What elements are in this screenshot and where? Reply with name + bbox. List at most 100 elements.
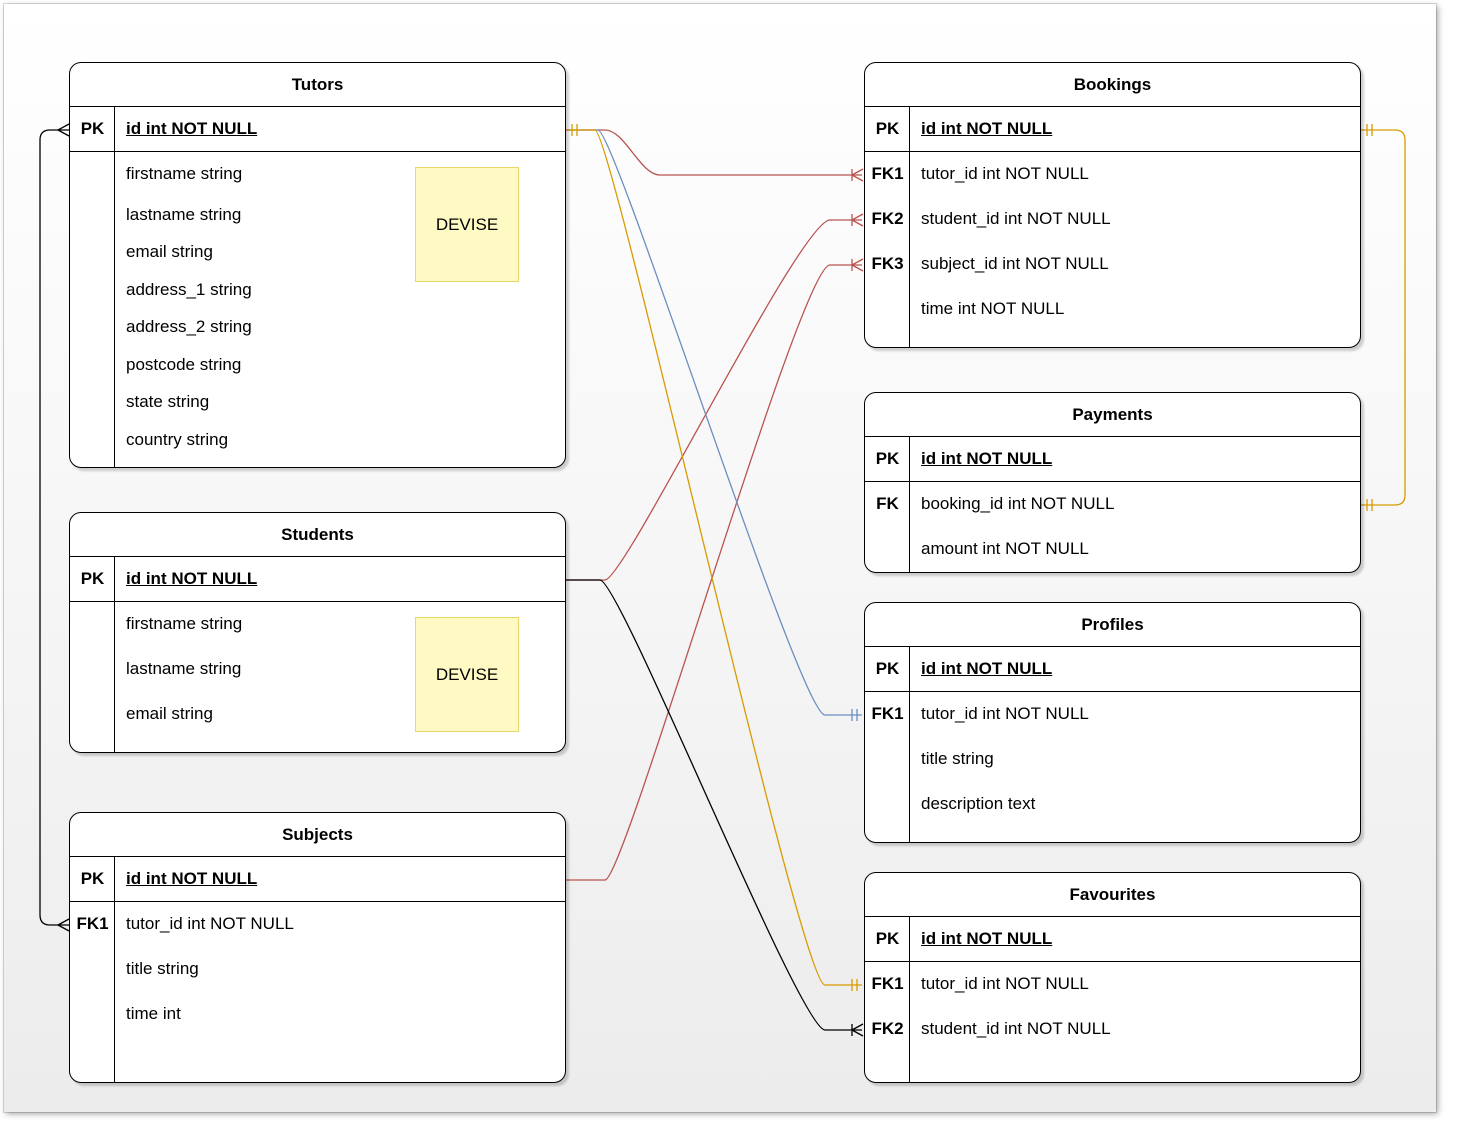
field-row[interactable]: FK1 tutor_id int NOT NULL — [865, 966, 1360, 1002]
one-marker-favourites-fk1 — [851, 979, 858, 991]
pk-label: PK — [875, 929, 900, 948]
field-label: country string — [126, 430, 229, 449]
field-row[interactable]: time int NOT NULL — [865, 291, 1360, 327]
field-row[interactable]: address_1 string — [70, 272, 565, 308]
connector-tutors-favourites[interactable] — [566, 129, 862, 986]
primary-key-row[interactable]: PK id int NOT NULL — [865, 647, 1360, 692]
connector-subjects-bookings[interactable] — [566, 264, 862, 881]
one-marker-profiles-fk1 — [851, 709, 858, 721]
key-column — [70, 902, 115, 1082]
field-row[interactable]: lastname string — [70, 197, 565, 233]
field-label: amount int NOT NULL — [921, 539, 1089, 558]
field-label: postcode string — [126, 355, 242, 374]
table-title: Students — [70, 513, 565, 557]
table-title: Tutors — [70, 63, 565, 107]
table-tutors[interactable]: Tutors PK id int NOT NULL firstname stri… — [69, 62, 566, 468]
table-title: Bookings — [865, 63, 1360, 107]
key-column — [865, 152, 910, 347]
field-label: tutor_id int NOT NULL — [921, 704, 1089, 723]
field-row[interactable]: FK1 tutor_id int NOT NULL — [865, 696, 1360, 732]
primary-key-row[interactable]: PK id int NOT NULL — [70, 557, 565, 602]
field-row[interactable]: description text — [865, 786, 1360, 822]
field-row[interactable]: postcode string — [70, 347, 565, 383]
devise-note[interactable]: DEVISE — [415, 617, 519, 732]
key-column — [865, 692, 910, 842]
pk-field: id int NOT NULL — [921, 119, 1053, 138]
many-marker-tutors-pk — [57, 123, 70, 137]
many-marker-bookings-fk3 — [851, 258, 864, 272]
primary-key-row[interactable]: PK id int NOT NULL — [865, 437, 1360, 482]
field-row[interactable]: firstname string — [70, 606, 565, 642]
field-label: title string — [126, 959, 199, 978]
table-title: Favourites — [865, 873, 1360, 917]
fk-label: FK1 — [871, 704, 904, 723]
pk-field: id int NOT NULL — [126, 569, 258, 588]
field-label: email string — [126, 704, 213, 723]
key-column — [70, 557, 115, 601]
field-label: title string — [921, 749, 994, 768]
many-marker-subjects-fk1 — [57, 918, 70, 932]
field-label: tutor_id int NOT NULL — [921, 164, 1089, 183]
field-row[interactable]: FK1 tutor_id int NOT NULL — [70, 906, 565, 942]
field-row[interactable]: email string — [70, 234, 565, 270]
pk-label: PK — [875, 449, 900, 468]
connector-students-favourites[interactable] — [566, 579, 862, 1031]
field-row[interactable]: firstname string — [70, 156, 565, 192]
table-title: Payments — [865, 393, 1360, 437]
table-favourites[interactable]: Favourites PK id int NOT NULL FK1 tutor_i… — [864, 872, 1361, 1083]
primary-key-row[interactable]: PK id int NOT NULL — [70, 857, 565, 902]
field-row[interactable]: time int — [70, 996, 565, 1032]
field-row[interactable]: title string — [865, 741, 1360, 777]
key-column — [865, 917, 910, 961]
connector-tutors-profiles[interactable] — [566, 129, 862, 716]
field-row[interactable]: lastname string — [70, 651, 565, 687]
field-row[interactable]: FK booking_id int NOT NULL — [865, 486, 1360, 522]
field-label: tutor_id int NOT NULL — [921, 974, 1089, 993]
field-label: lastname string — [126, 205, 242, 224]
field-row[interactable]: FK3 subject_id int NOT NULL — [865, 246, 1360, 282]
fk-label: FK1 — [871, 974, 904, 993]
field-row[interactable]: country string — [70, 422, 565, 458]
fk-label: FK — [876, 494, 899, 513]
field-label: student_id int NOT NULL — [921, 209, 1111, 228]
fk-label: FK2 — [871, 1019, 904, 1038]
table-students[interactable]: Students PK id int NOT NULL firstname st… — [69, 512, 566, 753]
field-label: lastname string — [126, 659, 242, 678]
fk-label: FK1 — [76, 914, 109, 933]
devise-note[interactable]: DEVISE — [415, 167, 519, 282]
connector-tutors-bookings[interactable] — [566, 129, 862, 176]
field-row[interactable]: FK2 student_id int NOT NULL — [865, 1011, 1360, 1047]
field-label: tutor_id int NOT NULL — [126, 914, 294, 933]
field-row[interactable]: address_2 string — [70, 309, 565, 345]
fk-label: FK3 — [871, 254, 904, 273]
primary-key-row[interactable]: PK id int NOT NULL — [70, 107, 565, 152]
field-row[interactable]: title string — [70, 951, 565, 987]
table-payments[interactable]: Payments PK id int NOT NULL FK booking_id… — [864, 392, 1361, 573]
field-row[interactable]: email string — [70, 696, 565, 732]
key-column — [865, 437, 910, 481]
field-label: email string — [126, 242, 213, 261]
connector-students-bookings[interactable] — [566, 219, 862, 581]
pk-field: id int NOT NULL — [921, 929, 1053, 948]
field-row[interactable]: state string — [70, 384, 565, 420]
pk-label: PK — [875, 659, 900, 678]
many-marker-bookings-fk2 — [851, 213, 864, 227]
field-label: student_id int NOT NULL — [921, 1019, 1111, 1038]
field-label: firstname string — [126, 614, 243, 633]
field-label: subject_id int NOT NULL — [921, 254, 1109, 273]
connector-tutors-subjects[interactable] — [39, 129, 69, 926]
key-column — [865, 647, 910, 691]
field-label: booking_id int NOT NULL — [921, 494, 1115, 513]
field-row[interactable]: amount int NOT NULL — [865, 531, 1360, 567]
connector-bookings-payments[interactable] — [1361, 129, 1406, 506]
key-column — [70, 152, 115, 467]
key-column — [70, 107, 115, 151]
primary-key-row[interactable]: PK id int NOT NULL — [865, 917, 1360, 962]
primary-key-row[interactable]: PK id int NOT NULL — [865, 107, 1360, 152]
